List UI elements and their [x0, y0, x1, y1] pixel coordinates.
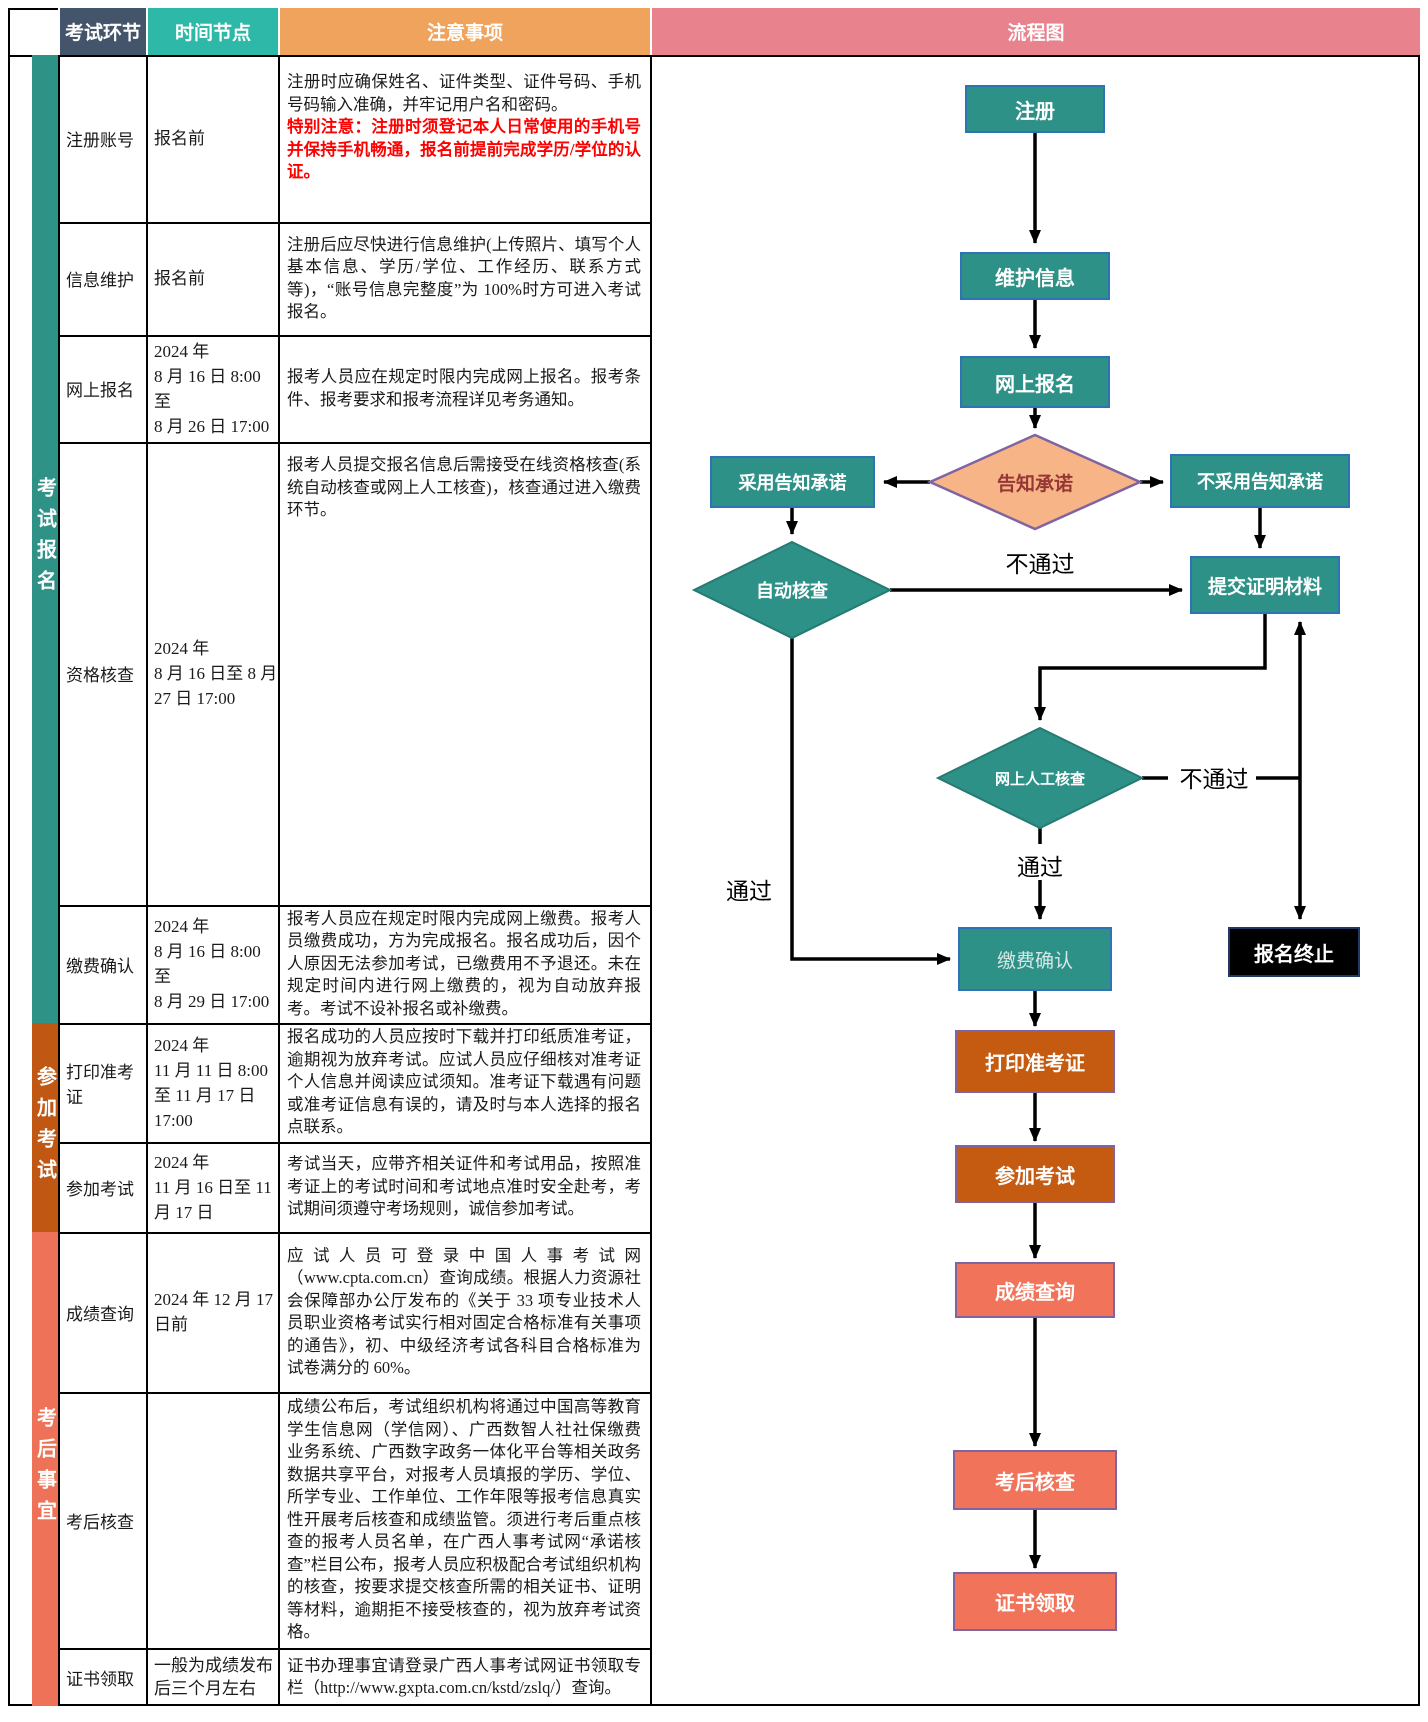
stage-qualification-check: 资格核查 — [66, 666, 134, 685]
notes-post-check: 成绩公布后，考试组织机构将通过中国高等教育学生信息网（学信网）、广西数智人社社保… — [287, 1397, 641, 1642]
time-post-check — [146, 1392, 278, 1648]
stage-info-maintain: 信息维护 — [66, 271, 134, 290]
notes-qualification-check: 报考人员提交报名信息后需接受在线资格核查(系统自动核查或网上人工核查)，核查通过… — [287, 455, 641, 519]
edge-label-fail-top: 不通过 — [1005, 552, 1075, 578]
time-score-query: 2024 年 12 月 17 日前 — [154, 1290, 273, 1334]
flow-node-signup-terminated: 报名终止 — [1228, 927, 1360, 977]
group-bar-after-exam: 考后事宜 — [32, 1232, 58, 1706]
header-flowchart: 流程图 — [650, 8, 1420, 55]
header-time: 时间节点 — [146, 8, 278, 55]
notes-print-ticket: 报名成功的人员应按时下载并打印纸质准考证，逾期视为放弃考试。应试人员应仔细核对准… — [287, 1027, 641, 1137]
flow-node-post-check: 考后核查 — [953, 1450, 1117, 1510]
stage-post-check: 考后核查 — [66, 1512, 134, 1532]
flow-node-no-commitment: 不采用告知承诺 — [1170, 454, 1350, 508]
group-bar-take-exam: 参加考试 — [32, 1023, 58, 1232]
time-online-signup: 2024 年 8 月 16 日 8:00 至 8 月 26 日 17:00 — [154, 341, 270, 436]
time-print-ticket: 2024 年 11 月 11 日 8:00 至 11 月 17 日 17:00 — [154, 1035, 268, 1130]
edge-label-pass-left: 通过 — [726, 879, 772, 905]
notes-online-signup: 报考人员应在规定时限内完成网上报名。报考条件、报考要求和报考流程详见考务通知。 — [287, 367, 641, 409]
time-get-cert: 一般为成绩发布 后三个月左右 — [154, 1656, 273, 1698]
stage-score-query: 成绩查询 — [66, 1304, 134, 1324]
flow-node-maintain-info: 维护信息 — [960, 252, 1110, 300]
notes-get-cert: 证书办理事宜请登录广西人事考试网证书领取专栏（http://www.gxpta.… — [287, 1655, 641, 1698]
time-take-exam: 2024 年 11 月 16 日至 11 月 17 日 — [154, 1152, 272, 1222]
time-info-maintain: 报名前 — [154, 269, 205, 288]
special-warning-text: 特别注意：注册时须登记本人日常使用的手机号并保持手机畅通，报名前提前完成学历/学… — [287, 117, 641, 181]
flow-diamond-auto-check: 自动核查 — [756, 581, 828, 601]
stage-register-account: 注册账号 — [66, 131, 134, 150]
stage-online-signup: 网上报名 — [66, 381, 134, 400]
time-qualification-check: 2024 年 8 月 16 日至 8 月 27 日 17:00 — [154, 639, 278, 708]
notes-score-query: 应试人员可登录中国人事考试网（www.cpta.com.cn）查询成绩。根据人力… — [287, 1245, 641, 1378]
notes-info-maintain: 注册后应尽快进行信息维护(上传照片、填写个人基本信息、学历/学位、工作经历、联系… — [287, 234, 641, 322]
flow-node-take-exam: 参加考试 — [955, 1145, 1115, 1203]
flow-node-print-ticket: 打印准考证 — [955, 1030, 1115, 1093]
flow-diamond-manual-check: 网上人工核查 — [994, 770, 1085, 788]
stage-pay-confirm: 缴费确认 — [66, 956, 134, 976]
stage-take-exam: 参加考试 — [66, 1179, 134, 1199]
time-register-account: 报名前 — [154, 129, 205, 148]
flow-node-submit-proof: 提交证明材料 — [1190, 556, 1340, 614]
flow-node-register: 注册 — [965, 85, 1105, 133]
notes-pay-confirm: 报考人员应在规定时限内完成网上缴费。报考人员缴费成功，方为完成报名。报名成功后，… — [287, 908, 641, 1018]
header-stage: 考试环节 — [58, 8, 146, 55]
notes-register-account: 注册时应确保姓名、证件类型、证件号码、手机号码输入准确，并牢记用户名和密码。 特… — [278, 55, 650, 222]
edge-label-fail-mid: 不通过 — [1179, 767, 1249, 793]
flow-node-get-cert: 证书领取 — [953, 1572, 1117, 1631]
flow-node-online-signup: 网上报名 — [960, 356, 1110, 408]
flow-node-use-commitment: 采用告知承诺 — [710, 456, 875, 508]
header-notes: 注意事项 — [278, 8, 650, 55]
group-bar-exam-signup: 考试报名 — [32, 55, 58, 1023]
stage-print-ticket: 打印准考证 — [66, 1062, 134, 1107]
stage-get-cert: 证书领取 — [66, 1669, 134, 1689]
notes-take-exam: 考试当天，应带齐相关证件和考试用品，按照准考证上的考试时间和考试地点准时安全赴考… — [287, 1154, 641, 1219]
flow-node-pay-confirm: 缴费确认 — [958, 927, 1112, 991]
time-pay-confirm: 2024 年 8 月 16 日 8:00 至 8 月 29 日 17:00 — [154, 917, 270, 1011]
flow-node-score-query: 成绩查询 — [955, 1262, 1115, 1318]
edge-label-pass-mid: 通过 — [1017, 855, 1063, 881]
flow-diamond-notice-commitment: 告知承诺 — [996, 473, 1073, 495]
